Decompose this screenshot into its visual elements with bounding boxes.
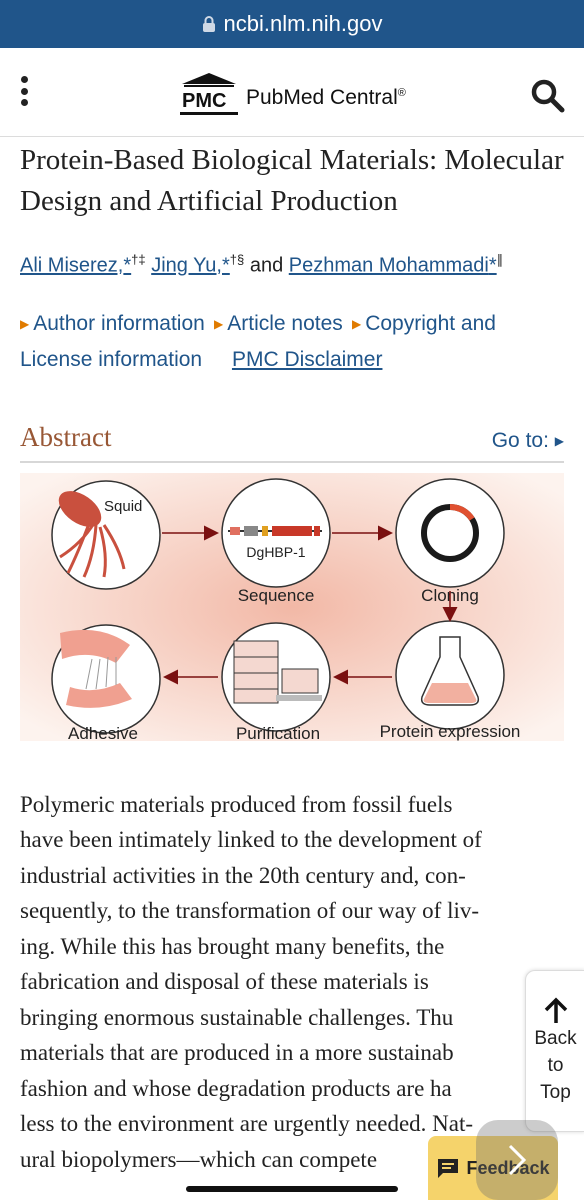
abstract-line: less to the environment are urgently nee… bbox=[20, 1111, 474, 1137]
abstract-body: Polymeric materials produced from fossil… bbox=[20, 787, 564, 1178]
squid-illustration bbox=[58, 490, 126, 578]
author-mark-yu[interactable]: * bbox=[222, 254, 230, 277]
adhesive-illustration bbox=[60, 629, 132, 708]
lock-icon bbox=[202, 16, 215, 32]
pmc-logo[interactable]: PMC PubMed Central® bbox=[180, 68, 406, 116]
protein-expression-label: Protein expression bbox=[380, 722, 521, 741]
back-to-top-label: Back to Top bbox=[534, 1027, 577, 1103]
abstract-line: industrial activities in the 20th centur… bbox=[20, 862, 466, 888]
gene-label: DgHBP-1 bbox=[246, 544, 305, 560]
author-link-miserez[interactable]: Ali Miserez, bbox=[20, 254, 124, 277]
author-affil-yu: †§ bbox=[229, 252, 245, 267]
author-information-link[interactable]: Author information bbox=[33, 311, 205, 335]
abstract-line: ural biopolymers—which can compete bbox=[20, 1146, 378, 1172]
abstract-header: Abstract Go to: ▶ bbox=[20, 422, 564, 463]
graphical-abstract-figure[interactable]: Squid DgHBP-1 Sequence Cloning bbox=[20, 472, 564, 741]
chevron-right-icon bbox=[508, 1144, 527, 1176]
pmc-logo-mark: PMC bbox=[180, 72, 238, 116]
author-mark-miserez[interactable]: * bbox=[123, 254, 132, 277]
authors-and: and bbox=[249, 254, 284, 277]
chat-bubble-icon bbox=[438, 1159, 459, 1178]
gene-sequence-illustration bbox=[228, 525, 322, 536]
search-icon[interactable] bbox=[530, 78, 566, 114]
squid-label: Squid bbox=[104, 498, 142, 515]
triangle-right-icon: ▶ bbox=[20, 316, 30, 331]
triangle-right-icon: ▶ bbox=[554, 433, 564, 448]
author-affil-miserez: †‡ bbox=[131, 252, 146, 267]
browser-url-bar[interactable]: ncbi.nlm.nih.gov bbox=[0, 0, 584, 48]
article-notes-link[interactable]: Article notes bbox=[227, 311, 343, 335]
article-content: Protein-Based Biological Materials: Mole… bbox=[20, 136, 564, 1177]
sequence-label: Sequence bbox=[238, 586, 315, 605]
abstract-line: bringing enormous sustainable challenges… bbox=[20, 1004, 454, 1030]
goto-label: Go to: bbox=[491, 428, 549, 452]
triangle-right-icon: ▶ bbox=[348, 316, 362, 331]
home-indicator[interactable] bbox=[186, 1186, 398, 1192]
abstract-line: ing. While this has brought many benefit… bbox=[20, 933, 445, 959]
back-to-top-button[interactable]: Back to Top bbox=[525, 970, 584, 1132]
arrow-up-icon bbox=[544, 997, 567, 1023]
purification-label: Purification bbox=[236, 724, 320, 741]
pmc-logo-text: PMC bbox=[182, 90, 227, 112]
abstract-heading: Abstract bbox=[20, 421, 112, 452]
site-header: PMC PubMed Central® bbox=[0, 48, 584, 137]
author-mark-mohammadi[interactable]: * bbox=[488, 254, 497, 277]
abstract-line: materials that are produced in a more su… bbox=[20, 1040, 454, 1066]
menu-icon[interactable] bbox=[18, 76, 30, 106]
feedback-label: Feedback bbox=[466, 1157, 550, 1178]
author-list: Ali Miserez,*†‡ Jing Yu,*†§ and Pezhman … bbox=[20, 246, 564, 280]
cloning-circle bbox=[395, 477, 505, 588]
abstract-line: fashion and whose degradation products a… bbox=[20, 1075, 452, 1101]
url-text: ncbi.nlm.nih.gov bbox=[223, 11, 383, 36]
abstract-line: fabrication and disposal of these materi… bbox=[20, 969, 429, 995]
adhesive-label: Adhesive bbox=[68, 724, 138, 741]
copyright-license-link[interactable]: Copyright and License information bbox=[20, 311, 496, 371]
abstract-line: Polymeric materials produced from fossil… bbox=[20, 791, 453, 817]
purification-illustration bbox=[233, 640, 322, 704]
author-link-yu[interactable]: Jing Yu, bbox=[151, 254, 222, 277]
article-info-links: ▶Author information ▶Article notes ▶Copy… bbox=[20, 306, 564, 378]
goto-menu[interactable]: Go to: ▶ bbox=[492, 429, 564, 453]
logo-name: PubMed Central® bbox=[246, 86, 406, 109]
author-link-mohammadi[interactable]: Pezhman Mohammadi bbox=[288, 254, 489, 277]
browser-forward-button[interactable] bbox=[476, 1120, 558, 1200]
author-affil-mohammadi: ∥ bbox=[496, 252, 504, 267]
abstract-line: have been intimately linked to the devel… bbox=[20, 827, 482, 853]
article-title: Protein-Based Biological Materials: Mole… bbox=[20, 144, 564, 217]
pmc-disclaimer-link[interactable]: PMC Disclaimer bbox=[231, 347, 383, 371]
feedback-button[interactable]: Feedback bbox=[428, 1136, 558, 1200]
abstract-line: sequently, to the transformation of our … bbox=[20, 898, 480, 924]
flask-illustration bbox=[420, 635, 480, 706]
triangle-right-icon: ▶ bbox=[210, 316, 224, 331]
